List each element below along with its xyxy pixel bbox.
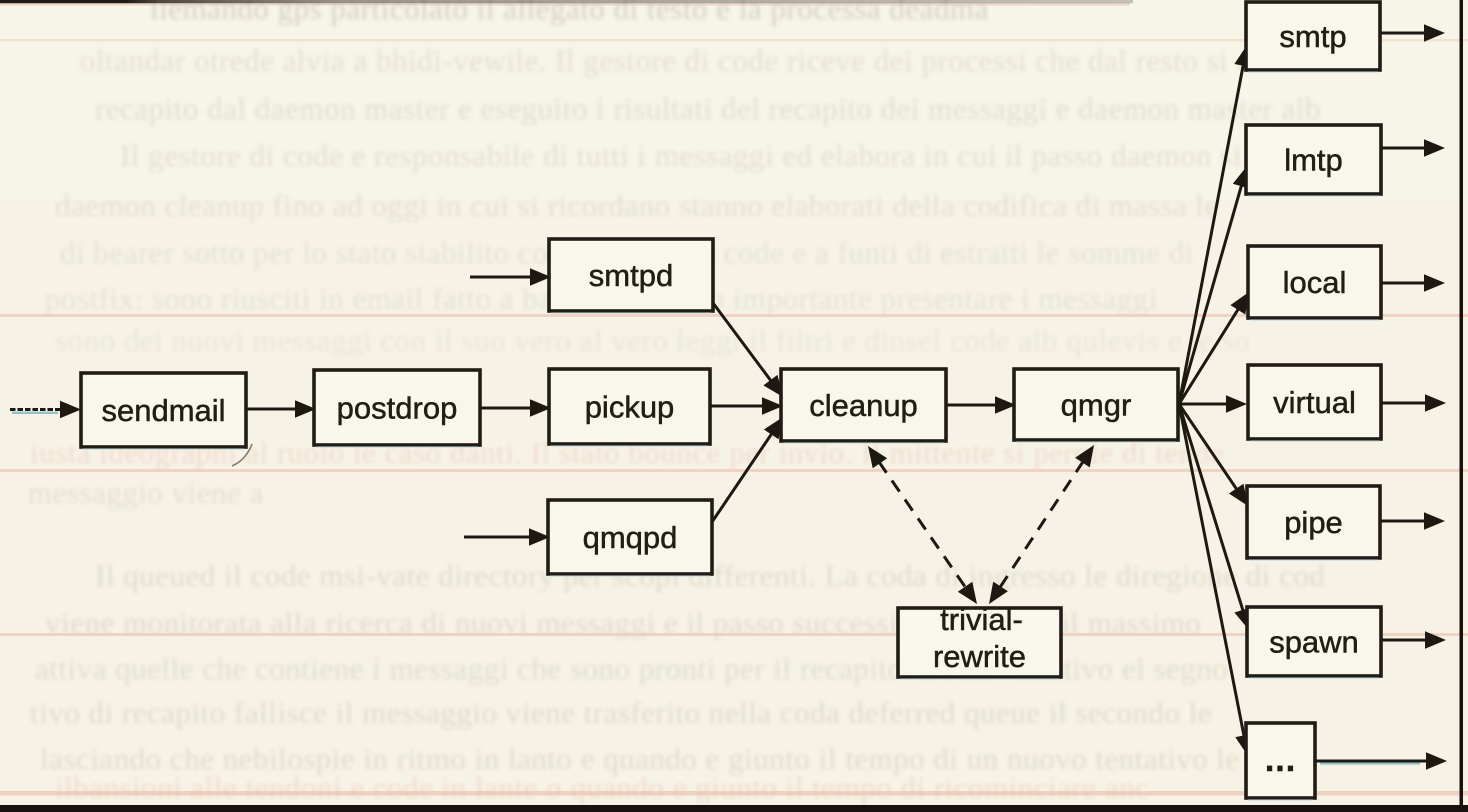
svg-text:tivo di recapito fallisce il m: tivo di recapito fallisce il messaggio v…	[30, 695, 1212, 730]
svg-text:Il gestore di code e responsab: Il gestore di code e responsabile di tut…	[120, 138, 1274, 173]
svg-text:smtp: smtp	[1279, 19, 1346, 54]
svg-text:qmgr: qmgr	[1061, 388, 1132, 423]
svg-text:trivial-: trivial-	[940, 602, 1023, 637]
svg-text:recapito dal daemon master e e: recapito dal daemon master e eseguito i …	[95, 91, 1321, 126]
svg-text:local: local	[1283, 265, 1347, 300]
svg-text:daemon cleanup fino ad oggi in: daemon cleanup fino ad oggi in cui si ri…	[55, 188, 1219, 223]
svg-text:pipe: pipe	[1284, 505, 1343, 540]
svg-text:qmqpd: qmqpd	[583, 520, 678, 555]
svg-text:...: ...	[1265, 741, 1296, 779]
svg-text:llemando gps particolato il al: llemando gps particolato il allegato di …	[150, 0, 989, 26]
svg-text:messaggio viene a: messaggio viene a	[28, 475, 264, 510]
svg-text:oltandar otrede alvia a bhidi-: oltandar otrede alvia a bhidi-vewile. Il…	[80, 43, 1297, 78]
svg-text:rewrite: rewrite	[933, 639, 1026, 674]
svg-text:spawn: spawn	[1269, 625, 1359, 660]
svg-text:lasciando che nebilospie in ri: lasciando che nebilospie in ritmo in lan…	[40, 741, 1240, 776]
svg-text:sendmail: sendmail	[101, 393, 225, 428]
svg-text:postdrop: postdrop	[337, 391, 458, 426]
svg-text:virtual: virtual	[1273, 385, 1356, 420]
svg-text:sono dei nuovi messaggi con il: sono dei nuovi messaggi con il suo vero …	[55, 323, 1250, 358]
svg-text:lmtp: lmtp	[1284, 143, 1343, 178]
svg-text:cleanup: cleanup	[809, 388, 918, 423]
svg-text:smtpd: smtpd	[589, 258, 673, 293]
svg-text:pickup: pickup	[585, 390, 675, 425]
svg-text:ilbansioni alle tendoni e code: ilbansioni alle tendoni e code in lante …	[55, 770, 1149, 805]
